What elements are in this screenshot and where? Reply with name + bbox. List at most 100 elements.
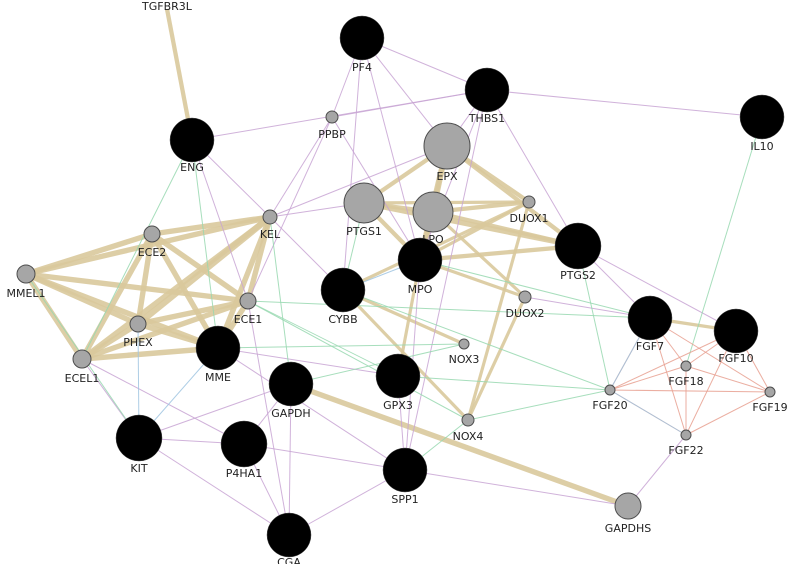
node-label-ece1: ECE1	[234, 313, 263, 326]
node-circle-kit[interactable]	[115, 414, 163, 462]
node-label-pf4: PF4	[352, 61, 372, 74]
node-gapdhs[interactable]: GAPDHS	[605, 492, 651, 535]
node-circle-nox3[interactable]	[458, 338, 470, 350]
node-p4ha1[interactable]: P4HA1	[220, 420, 268, 480]
node-label-kit: KIT	[130, 462, 147, 475]
node-gapdh[interactable]: GAPDH	[268, 361, 314, 420]
node-gpx3[interactable]: GPX3	[375, 353, 421, 412]
node-circle-fgf22[interactable]	[680, 429, 692, 441]
node-circle-ece2[interactable]	[143, 225, 161, 243]
edge-thbs1-il10	[486, 89, 763, 118]
node-ppbp[interactable]: PPBP	[318, 110, 346, 141]
node-label-phex: PHEX	[123, 336, 153, 349]
edge-fgf10-fgf20	[609, 330, 737, 391]
node-circle-eng[interactable]	[169, 117, 215, 163]
node-fgf7[interactable]: FGF7	[627, 295, 673, 353]
edge-ece2-ece1	[150, 231, 250, 304]
node-mme[interactable]: MME	[195, 325, 241, 384]
node-label-cga: CGA	[277, 556, 301, 564]
node-circle-ece1[interactable]	[239, 292, 257, 310]
node-circle-gapdhs[interactable]	[614, 492, 642, 520]
node-label-duox2: DUOX2	[505, 307, 544, 320]
node-eng[interactable]: ENG	[169, 117, 215, 174]
node-circle-fgf20[interactable]	[604, 384, 616, 396]
node-circle-ptgs1[interactable]	[343, 182, 385, 224]
node-ptgs2[interactable]: PTGS2	[554, 222, 602, 282]
node-label-p4ha1: P4HA1	[226, 467, 262, 480]
node-circle-gapdh[interactable]	[268, 361, 314, 407]
edge-ptgs1-ptgs2	[363, 200, 579, 249]
node-ece2[interactable]: ECE2	[138, 225, 167, 259]
node-circle-thbs1[interactable]	[464, 67, 510, 113]
edge-ece1-ecel1	[81, 298, 249, 362]
node-circle-duox1[interactable]	[522, 195, 536, 209]
edge-il10-fgf18	[685, 116, 763, 367]
node-fgf19[interactable]: FGF19	[752, 386, 788, 414]
node-circle-p4ha1[interactable]	[220, 420, 268, 468]
node-nox4[interactable]: NOX4	[453, 413, 484, 443]
edge-kel-ecel1	[80, 214, 272, 362]
node-fgf10[interactable]: FGF10	[713, 308, 759, 365]
node-mpo[interactable]: MPO	[397, 237, 443, 296]
node-duox2[interactable]: DUOX2	[505, 290, 545, 320]
node-circle-duox2[interactable]	[518, 290, 532, 304]
node-circle-mmel1[interactable]	[16, 264, 36, 284]
node-il10[interactable]: IL10	[739, 94, 785, 153]
node-circle-lpo[interactable]	[412, 191, 454, 233]
node-fgf22[interactable]: FGF22	[668, 429, 704, 457]
node-label-fgf10: FGF10	[718, 352, 753, 365]
node-circle-mpo[interactable]	[397, 237, 443, 283]
node-ece1[interactable]: ECE1	[234, 292, 263, 326]
edge-mme-spp1	[217, 347, 406, 471]
node-nox3[interactable]: NOX3	[449, 338, 480, 366]
node-spp1[interactable]: SPP1	[382, 447, 428, 506]
node-fgf18[interactable]: FGF18	[668, 360, 704, 388]
node-circle-kel[interactable]	[262, 209, 278, 225]
node-cga[interactable]: CGA	[266, 512, 312, 569]
node-duox1[interactable]: DUOX1	[509, 195, 549, 225]
node-label-nox4: NOX4	[453, 430, 484, 443]
node-phex[interactable]: PHEX	[123, 315, 153, 349]
node-ecel1[interactable]: ECEL1	[65, 349, 100, 385]
node-circle-pf4[interactable]	[339, 15, 385, 61]
node-circle-phex[interactable]	[129, 315, 147, 333]
node-ptgs1[interactable]: PTGS1	[343, 182, 385, 238]
node-epx[interactable]: EPX	[423, 122, 471, 183]
edge-ece2-ecel1	[79, 232, 155, 361]
node-circle-fgf19[interactable]	[764, 386, 776, 398]
node-thbs1[interactable]: THBS1	[464, 67, 510, 125]
edge-thbs1-spp1	[404, 89, 488, 471]
node-kel[interactable]: KEL	[260, 209, 281, 241]
node-circle-spp1[interactable]	[382, 447, 428, 493]
node-pf4[interactable]: PF4	[339, 15, 385, 74]
node-circle-mme[interactable]	[195, 325, 241, 371]
edge-ece2-phex	[135, 233, 155, 325]
node-circle-fgf10[interactable]	[713, 308, 759, 354]
node-circle-cga[interactable]	[266, 512, 312, 558]
edge-ece1-fgf7	[247, 300, 651, 319]
node-tgfbr3l[interactable]: TGFBR3L	[141, 0, 193, 13]
node-circle-ptgs2[interactable]	[554, 222, 602, 270]
node-circle-il10[interactable]	[739, 94, 785, 140]
node-label-fgf7: FGF7	[636, 340, 664, 353]
node-circle-cybb[interactable]	[320, 267, 366, 313]
node-cybb[interactable]: CYBB	[320, 267, 366, 326]
node-circle-gpx3[interactable]	[375, 353, 421, 399]
node-circle-ppbp[interactable]	[325, 110, 339, 124]
edge-cybb-fgf20	[342, 289, 611, 391]
node-lpo[interactable]: LPO	[412, 191, 454, 246]
edge-mpo-ptgs2	[419, 243, 579, 263]
node-kit[interactable]: KIT	[115, 414, 163, 475]
node-circle-fgf7[interactable]	[627, 295, 673, 341]
edge-gapdhs-fgf22	[627, 434, 687, 507]
edge-fgf20-fgf22	[609, 389, 687, 436]
node-circle-fgf18[interactable]	[680, 360, 692, 372]
edge-ece1-nox4	[247, 300, 469, 421]
node-circle-nox4[interactable]	[461, 413, 475, 427]
node-mmel1[interactable]: MMEL1	[6, 264, 46, 300]
edge-fgf18-fgf20	[609, 365, 687, 391]
node-layer: TGFBR3L PF4 THBS1 IL10 ENG PPBP EPX PTGS1 LPO DUO…	[6, 0, 788, 569]
node-circle-epx[interactable]	[423, 122, 471, 170]
node-fgf20[interactable]: FGF20	[592, 384, 628, 412]
node-circle-ecel1[interactable]	[72, 349, 92, 369]
